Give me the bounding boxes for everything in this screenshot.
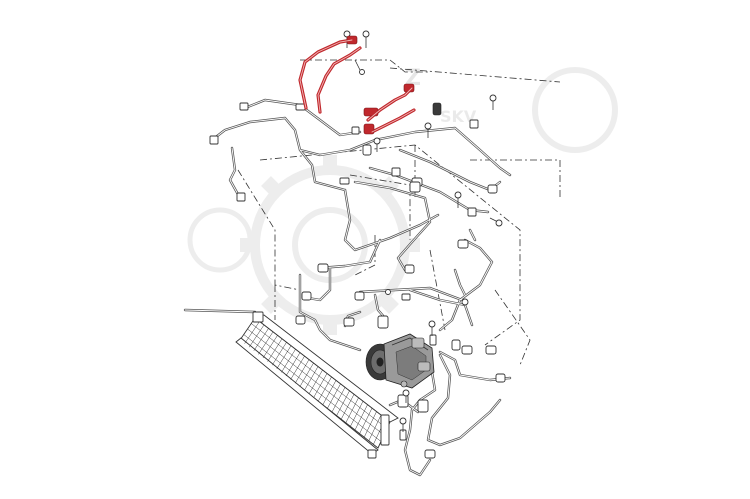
pipe-fittings: [209, 30, 506, 459]
condenser: [235, 311, 399, 459]
watermark-gear-logo: Z SKV: [187, 66, 618, 335]
highlighted-hose-lines: [298, 35, 416, 135]
ac-compressor: [365, 333, 435, 389]
watermark-text: SKV: [440, 107, 477, 126]
